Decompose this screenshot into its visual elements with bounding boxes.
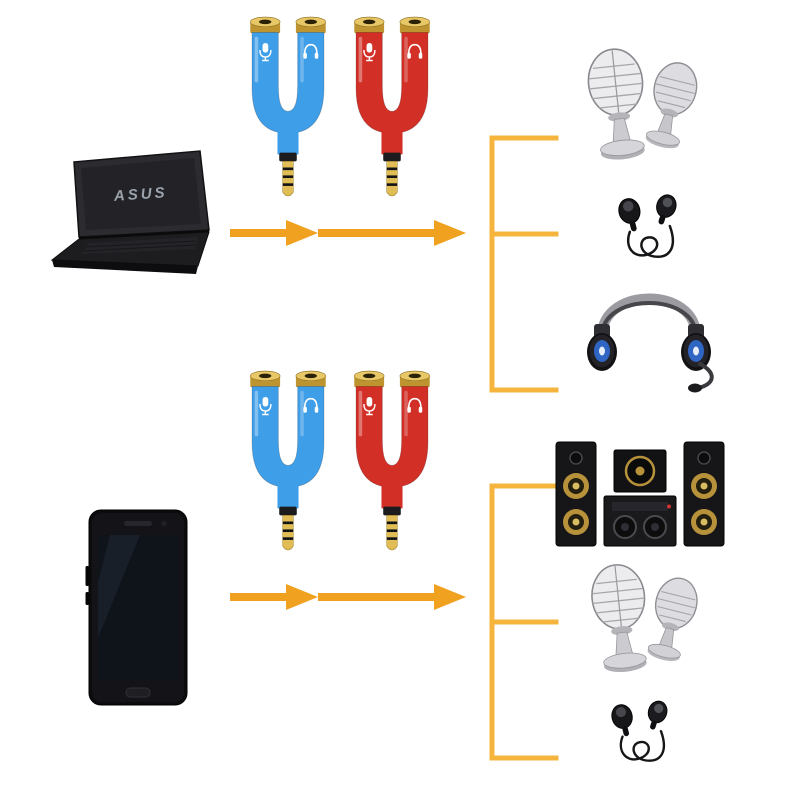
splitter-red-bottom [348,368,436,568]
microphones-top [570,40,712,176]
laptop-image [48,146,230,288]
splitter-red-top [348,14,436,214]
earphones-top [588,188,706,268]
earphones-bottom [584,692,694,774]
bracket-top [488,134,560,394]
flow-arrow-top [230,218,470,248]
bracket-bottom [488,482,560,762]
flow-arrow-bottom [230,582,470,612]
splitter-blue-top [244,14,332,214]
microphones-bottom [574,556,712,688]
headset-top [578,272,720,396]
speaker-system [552,434,728,558]
splitter-blue-bottom [244,368,332,568]
smartphone-image [82,508,194,708]
